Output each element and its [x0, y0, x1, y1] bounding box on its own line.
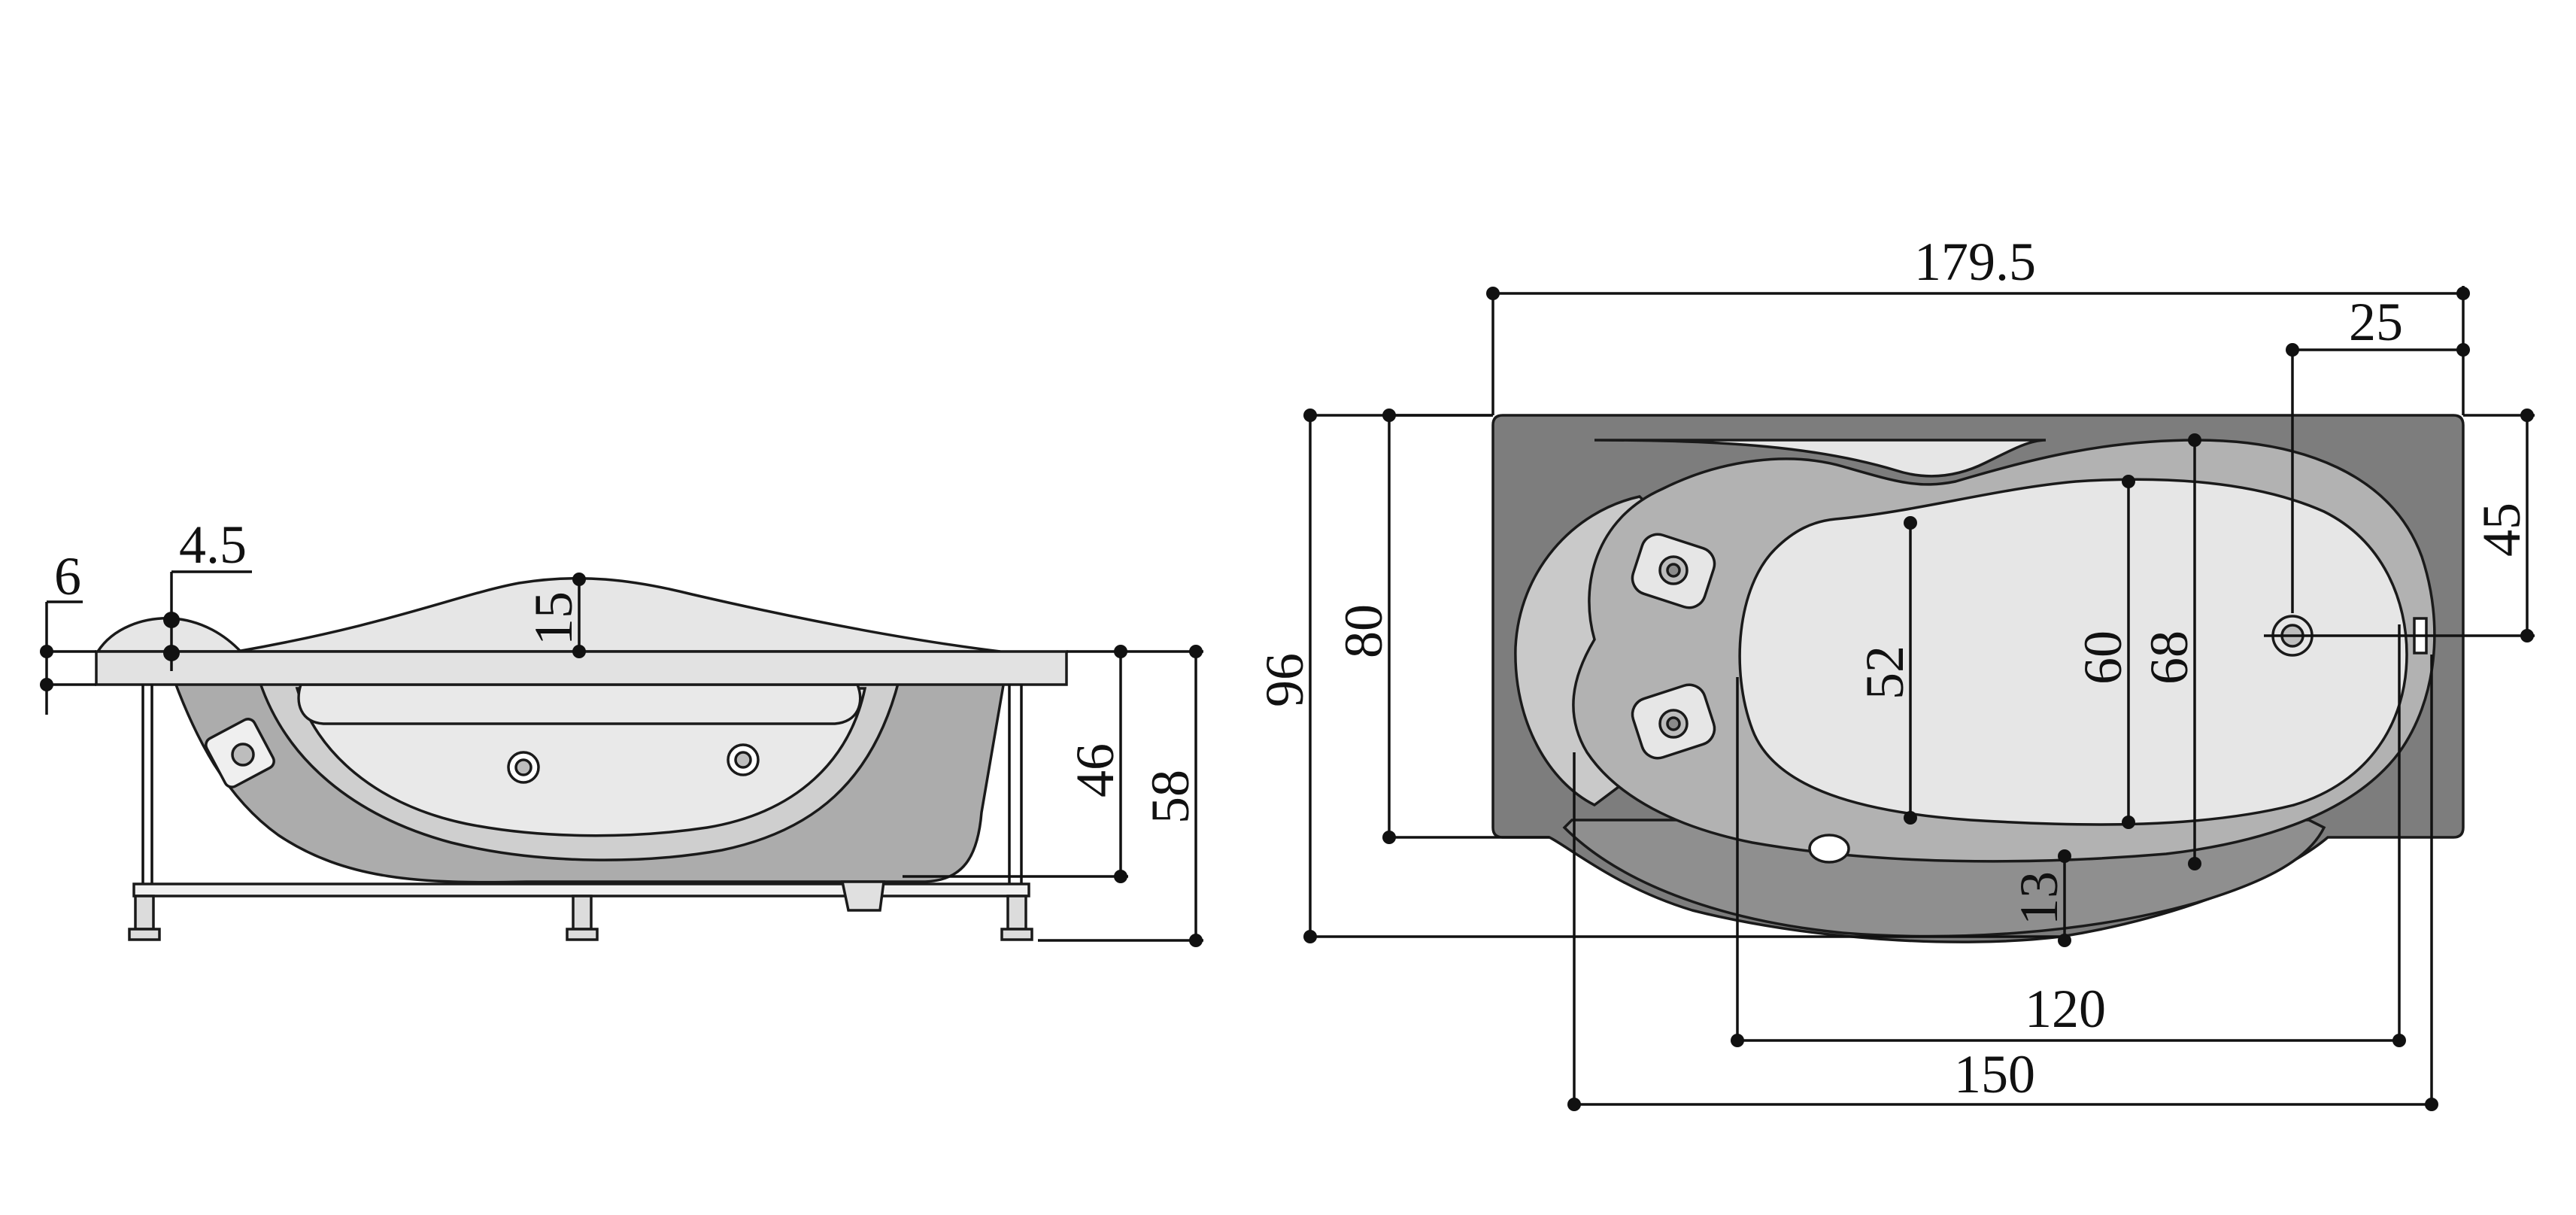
dim-inner-width-52: 52: [1855, 516, 1917, 825]
side-jet-1: [507, 751, 540, 784]
dim-label-rim-height: 6: [54, 546, 81, 606]
dim-tub-depth: 46: [903, 645, 1128, 883]
side-frame-base: [132, 882, 1030, 898]
side-view: 6 4.5 15 46: [40, 515, 1203, 947]
top-pillow-upper: [1631, 533, 1716, 609]
dim-label-drain-offset: 25: [2349, 292, 2403, 352]
dim-basin-length: 150: [1567, 655, 2438, 1111]
side-jet-2: [727, 743, 760, 776]
dim-overall-width: 96: [1255, 409, 2068, 943]
dim-headrest-height: 4.5: [163, 515, 252, 671]
dim-drain-offset: 25: [2286, 292, 2470, 613]
dim-rim-width: 80: [1334, 409, 1549, 844]
dim-label-inner-length: 120: [2025, 979, 2106, 1039]
dim-total-height: 58: [1038, 645, 1203, 947]
dim-label-drain-half-width: 45: [2471, 503, 2532, 557]
side-armrest-panel: [297, 683, 862, 725]
top-view: 179.5 25 45 96: [1255, 232, 2535, 1111]
dim-label-rim-width: 80: [1334, 604, 1394, 658]
dim-label-headrest-height: 4.5: [179, 515, 247, 575]
dim-label-total-height: 58: [1140, 770, 1200, 824]
dim-apron-bulge: 13: [2009, 849, 2071, 947]
side-inner-well: [295, 687, 867, 837]
side-drain-trap: [840, 880, 885, 912]
dim-overall-length: 179.5: [1486, 232, 2470, 415]
side-control-knob: [231, 743, 255, 767]
dim-label-inner-width-52: 52: [1855, 645, 1915, 700]
dim-label-overall-width: 96: [1255, 653, 1315, 707]
top-pillow-lower: [1631, 683, 1716, 760]
dim-inner-length: 120: [1731, 624, 2406, 1047]
top-soap-dish: [1808, 834, 1850, 864]
dim-label-apron-bulge: 13: [2009, 871, 2069, 925]
side-foot-middle: [566, 895, 599, 941]
top-ledge: [1594, 439, 2047, 478]
dim-label-overall-length: 179.5: [1914, 232, 2036, 292]
dim-rim-height: 6: [40, 546, 96, 715]
dim-label-backrest-rise: 15: [523, 591, 584, 645]
dim-drain-half-width: 45: [2264, 409, 2535, 642]
side-backrest-hump: [236, 576, 1001, 653]
dim-label-tub-depth: 46: [1065, 743, 1125, 797]
dim-inner-width-68: 68: [2139, 433, 2201, 870]
dim-backrest-rise: 15: [523, 573, 586, 658]
dim-label-inner-width-60: 60: [2073, 630, 2133, 685]
dim-label-basin-length: 150: [1954, 1044, 2035, 1104]
dim-inner-width-60: 60: [2073, 475, 2135, 829]
dim-label-inner-width-68: 68: [2139, 630, 2199, 685]
side-foot-left: [128, 895, 161, 941]
side-foot-right: [1000, 895, 1033, 941]
